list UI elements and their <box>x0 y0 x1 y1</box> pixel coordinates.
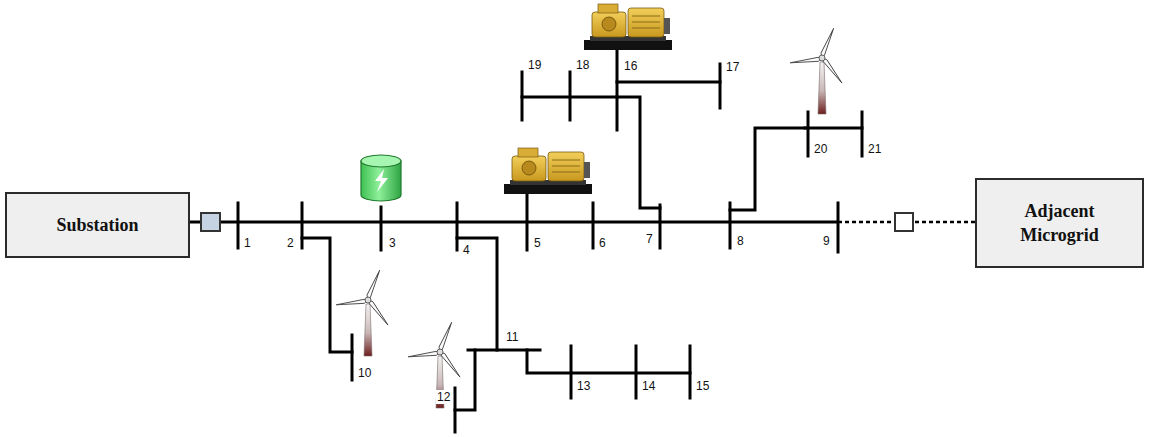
bus-number: 3 <box>388 236 397 250</box>
diesel-generator <box>584 4 672 50</box>
bus-number: 7 <box>645 232 654 246</box>
bus-number: 20 <box>813 142 828 156</box>
wind-turbine <box>336 270 389 356</box>
bus-number: 10 <box>357 366 372 380</box>
bus-number: 8 <box>736 234 745 248</box>
feeder-line-solid <box>190 221 838 224</box>
bus-number: 15 <box>695 379 710 393</box>
bus-number: 19 <box>527 58 542 72</box>
diesel-generator <box>504 148 592 194</box>
tie-switch <box>895 213 913 231</box>
box-title: Adjacent Microgrid <box>977 199 1142 248</box>
bus-number: 4 <box>462 243 471 257</box>
bus-number: 6 <box>598 236 607 250</box>
bus-number: 9 <box>822 234 831 248</box>
bus-number: 2 <box>286 236 295 250</box>
bus-number: 13 <box>576 379 591 393</box>
bus-number: 18 <box>575 58 590 72</box>
network-box: Substation <box>5 192 190 258</box>
battery-storage <box>361 155 401 201</box>
wind-turbine <box>408 322 461 408</box>
bus-number: 16 <box>623 59 638 73</box>
circuit-breaker <box>201 213 220 231</box>
bus-wires <box>238 48 862 432</box>
network-box: Adjacent Microgrid <box>975 178 1144 268</box>
bus-number: 1 <box>243 236 252 250</box>
bus-number: 11 <box>505 330 519 344</box>
bus-number: 21 <box>867 142 882 156</box>
feeder-line <box>190 222 975 223</box>
bus-number: 14 <box>641 379 656 393</box>
bus-number: 12 <box>436 390 451 404</box>
wind-turbine <box>790 28 843 114</box>
bus-number: 17 <box>725 60 740 74</box>
box-title: Substation <box>48 213 146 237</box>
bus-number: 5 <box>533 236 542 250</box>
